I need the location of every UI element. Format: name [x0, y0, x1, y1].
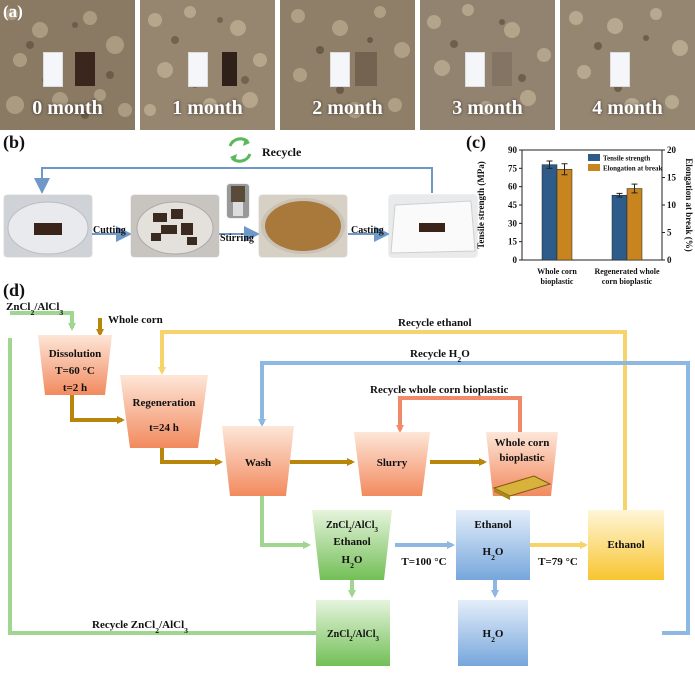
regeneration-title: Regeneration — [133, 397, 196, 409]
soil-texture-0 — [0, 0, 135, 130]
panel-a: 0 month (a) 1 month 2 month 3 month — [0, 0, 695, 130]
dissolution-title: Dissolution — [49, 348, 102, 360]
soil-texture-1 — [140, 0, 275, 130]
xtick-label-0-a: Whole corn — [537, 267, 577, 276]
panel-label-c: (c) — [466, 132, 486, 152]
ytick-label-2: 30 — [508, 218, 518, 228]
slurry-vessel — [354, 432, 430, 496]
xtick-label-1-b: corn bioplastic — [602, 277, 653, 286]
recycle-water-label: Recycle H2O — [410, 348, 470, 364]
ytick-label-6: 90 — [508, 145, 518, 155]
month-label-2: 2 month — [312, 97, 383, 119]
xtick-label-0-b: bioplastic — [541, 277, 574, 286]
legend-label-1: Elongation at break — [603, 165, 662, 173]
legend-label-0: Tensile strength — [603, 155, 650, 163]
soil-photo-1: 1 month — [140, 0, 275, 130]
y2tick-label-2: 10 — [667, 200, 677, 210]
soil-photo-3: 3 month — [420, 0, 555, 130]
panel-label-d: (d) — [3, 280, 25, 300]
ytick-label-5: 75 — [508, 163, 518, 173]
temp-79-label: T=79 °C — [538, 556, 578, 568]
product-label-1: Whole corn — [495, 437, 550, 449]
soil-texture-3 — [420, 0, 555, 130]
month-label-3: 3 month — [452, 97, 523, 119]
ethanol-vessel — [588, 510, 664, 580]
product-label-2: bioplastic — [499, 452, 544, 464]
legend-swatch-1 — [588, 164, 600, 171]
month-label-4: 4 month — [592, 97, 663, 119]
soil-photo-4: 4 month — [560, 0, 695, 130]
ytick-label-1: 15 — [508, 237, 518, 247]
recycle-salt-label: Recycle ZnCl2/AlCl3 — [92, 619, 188, 635]
dissolution-to-regeneration — [70, 394, 125, 424]
regeneration-to-wash — [160, 448, 223, 466]
dissolution-vessel — [38, 335, 112, 395]
panel-label-a: (a) — [3, 2, 23, 21]
water-vessel — [458, 600, 528, 666]
ytick-label-0: 0 — [513, 255, 518, 265]
panel-b-connectors — [34, 137, 433, 242]
recycle-ethanol-line — [158, 330, 627, 510]
mixture-label-3: H2O — [342, 554, 363, 570]
slurry-label: Slurry — [377, 457, 408, 469]
distill1-vessel — [456, 510, 530, 580]
wash-to-mixture — [260, 492, 311, 549]
xtick-label-1-a: Regenerated whole — [594, 267, 660, 276]
mixture-label-1: ZnCl2/AlCl3 — [326, 520, 379, 534]
y2tick-label-0: 0 — [667, 255, 672, 265]
step-casting: Casting — [351, 225, 384, 236]
salt-out-label: ZnCl2/AlCl3 — [327, 629, 380, 643]
soil-photo-2: 2 month — [280, 0, 415, 130]
soil-photo-0: 0 month — [0, 0, 135, 130]
y-axis-label: Tensile strength (MPa) — [476, 161, 486, 249]
distill1-label-1: Ethanol — [474, 519, 511, 531]
wash-vessel — [222, 426, 294, 496]
input-salt-label: ZnCl2/AlCl3 — [6, 301, 63, 317]
wash-label: Wash — [245, 457, 271, 469]
bioplastic-block-side — [494, 488, 510, 500]
y2tick-label-3: 15 — [667, 173, 677, 183]
input-corn-label: Whole corn — [108, 314, 163, 326]
recycle-icon — [228, 137, 252, 163]
y2-axis-label: Elongation at break (%) — [684, 158, 694, 252]
mixture-vessel — [312, 510, 392, 580]
recycle-bioplastic-line — [396, 396, 522, 435]
photo-bioplastic-dish — [4, 195, 92, 257]
mixture-label-2: Ethanol — [333, 536, 370, 548]
photo-cut-pieces — [131, 195, 219, 257]
salt-input-arrow — [10, 311, 76, 331]
month-label-1: 1 month — [172, 97, 243, 119]
panel-label-b: (b) — [3, 132, 25, 152]
recycle-salt-line — [8, 338, 353, 637]
water-out-label: H2O — [483, 628, 504, 644]
distill1-label-2: H2O — [483, 546, 504, 562]
photo-stirrer — [227, 184, 249, 218]
recycle-water-line — [258, 361, 690, 635]
temp-100-label: T=100 °C — [401, 556, 446, 568]
ytick-label-4: 60 — [508, 182, 518, 192]
dissolution-temp: T=60 °C — [55, 365, 95, 377]
recycle-bioplastic-label: Recycle whole corn bioplastic — [370, 384, 509, 396]
dissolution-time: t=2 h — [63, 382, 87, 394]
step-stirring: Stirring — [220, 233, 254, 244]
y2tick-label-1: 5 — [667, 228, 672, 238]
salt-vessel — [316, 600, 390, 666]
y2tick-label-4: 20 — [667, 145, 677, 155]
regeneration-vessel — [120, 375, 208, 448]
ytick-label-3: 45 — [508, 200, 518, 210]
recycle-label: Recycle — [262, 145, 302, 159]
photo-slurry-dish — [259, 195, 347, 257]
step-cutting: Cutting — [93, 225, 126, 236]
regeneration-time: t=24 h — [149, 422, 179, 434]
photo-cast-film — [389, 195, 477, 257]
legend-swatch-0 — [588, 154, 600, 161]
ethanol-out-label: Ethanol — [607, 539, 644, 551]
month-label-0: 0 month — [32, 97, 103, 119]
recycle-ethanol-label: Recycle ethanol — [398, 317, 472, 329]
